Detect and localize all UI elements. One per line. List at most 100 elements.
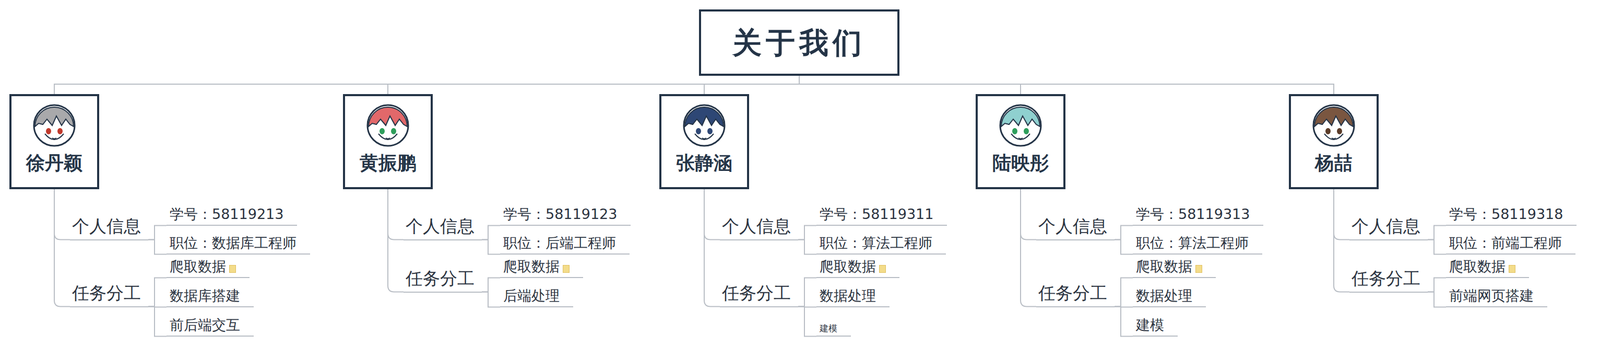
topic-text: 前端网页搭建 — [1449, 287, 1534, 304]
topic-text: 任务分工 — [405, 267, 475, 289]
topic-text: 学号：58119311 — [819, 205, 934, 223]
connector-line — [148, 277, 167, 306]
avatar-eye — [45, 127, 52, 135]
topic-text: 任务分工 — [1351, 267, 1421, 289]
avatar-eye — [390, 127, 397, 135]
avatar-eye — [1012, 127, 1018, 135]
connector-line — [1114, 306, 1133, 337]
connector-line — [387, 188, 404, 240]
subtopic: 学号：58119213 — [166, 205, 298, 226]
connector-line — [798, 239, 817, 255]
subtopic: 职位：前端工程师 — [1446, 234, 1576, 255]
topic-text: 数据处理 — [1135, 287, 1193, 304]
avatar-mouth — [385, 137, 390, 139]
avatar-face — [683, 104, 725, 146]
topic-text: 职位：前端工程师 — [1449, 234, 1562, 252]
note-icon — [1508, 264, 1516, 273]
topic-text: 爬取数据 — [1449, 257, 1506, 275]
avatar-icon — [365, 103, 410, 148]
branch-topic: 任务分工 — [719, 282, 799, 307]
connector-line — [54, 75, 800, 94]
avatar-jaw — [44, 133, 64, 140]
branch-topic: 任务分工 — [1036, 282, 1115, 307]
member-name: 黄振鹏 — [359, 151, 417, 174]
member-name: 杨喆 — [1314, 151, 1353, 174]
avatar-icon — [32, 103, 77, 148]
connector-line — [1114, 277, 1133, 306]
avatar-outline — [1313, 104, 1355, 146]
branch-topic: 个人信息 — [719, 215, 799, 241]
branch-topic: 个人信息 — [1036, 215, 1115, 241]
subtopic: 学号：58119311 — [816, 205, 947, 226]
subtopic: 前后端交互 — [166, 316, 254, 337]
subtopic: 爬取数据 — [1132, 257, 1216, 278]
avatar-eye — [1023, 127, 1029, 135]
branch-topic: 任务分工 — [403, 267, 482, 293]
avatar-mouth — [1331, 137, 1336, 139]
member-name: 陆映彤 — [992, 151, 1049, 174]
avatar-outline — [367, 104, 409, 146]
topic-text: 学号：58119313 — [1135, 205, 1250, 223]
connector-line — [148, 306, 167, 337]
connector-line — [798, 224, 817, 240]
avatar-face — [1313, 104, 1355, 146]
branch-topic: 个人信息 — [69, 215, 149, 241]
topic-text: 个人信息 — [1351, 215, 1421, 237]
avatar-jaw — [1324, 133, 1344, 140]
branch-topic: 个人信息 — [1349, 215, 1428, 241]
topic-text: 后端处理 — [503, 287, 560, 304]
member-card: 黄振鹏 — [342, 93, 433, 189]
connector-line — [1333, 188, 1350, 240]
connector-line — [481, 277, 501, 292]
connector-line — [481, 239, 501, 255]
connector-line — [1114, 239, 1133, 255]
topic-text: 个人信息 — [72, 215, 141, 237]
topic-text: 爬取数据 — [1135, 257, 1193, 275]
connector-line — [1427, 277, 1447, 292]
topic-text: 个人信息 — [721, 215, 791, 237]
connector-line — [1020, 188, 1037, 240]
topic-text: 学号：58119213 — [169, 205, 284, 223]
topic-text: 任务分工 — [1038, 282, 1108, 304]
topic-text: 建模 — [819, 322, 838, 334]
connector-line — [54, 188, 70, 307]
connector-line — [1020, 188, 1037, 307]
connector-line — [481, 224, 501, 240]
connector-line — [704, 188, 720, 240]
avatar-outline — [683, 104, 725, 146]
subtopic: 建模 — [816, 322, 851, 337]
connector-line — [481, 291, 501, 307]
subtopic: 爬取数据 — [166, 257, 250, 278]
topic-text: 建模 — [1135, 316, 1165, 334]
subtopic: 爬取数据 — [816, 257, 900, 278]
branch-topic: 任务分工 — [69, 282, 149, 307]
subtopic: 爬取数据 — [1446, 257, 1530, 278]
connector-line — [1427, 239, 1447, 255]
note-icon — [1195, 264, 1203, 273]
topic-text: 个人信息 — [405, 215, 475, 237]
note-icon — [229, 264, 236, 273]
avatar-eye — [707, 127, 713, 135]
connector-line — [704, 75, 800, 94]
avatar-icon — [998, 103, 1043, 148]
subtopic: 后端处理 — [500, 287, 574, 307]
connector-line — [799, 75, 1021, 94]
connector-line — [798, 277, 817, 306]
topic-text: 学号：58119123 — [503, 205, 618, 223]
member-card: 张静涵 — [659, 93, 750, 189]
avatar-face — [1000, 104, 1041, 146]
subtopic: 数据处理 — [1132, 287, 1206, 307]
member-card: 杨喆 — [1288, 93, 1379, 189]
subtopic: 职位：算法工程师 — [816, 234, 946, 255]
topic-text: 前后端交互 — [169, 316, 241, 334]
connector-line — [798, 306, 817, 337]
connector-line — [1333, 188, 1350, 292]
note-icon — [562, 264, 570, 273]
avatar-face — [33, 104, 75, 146]
topic-text: 数据处理 — [819, 287, 876, 304]
connector-line — [387, 75, 800, 94]
note-icon — [879, 264, 886, 273]
avatar-eye — [379, 127, 385, 135]
subtopic: 数据处理 — [816, 287, 890, 307]
topic-text: 任务分工 — [721, 282, 791, 304]
